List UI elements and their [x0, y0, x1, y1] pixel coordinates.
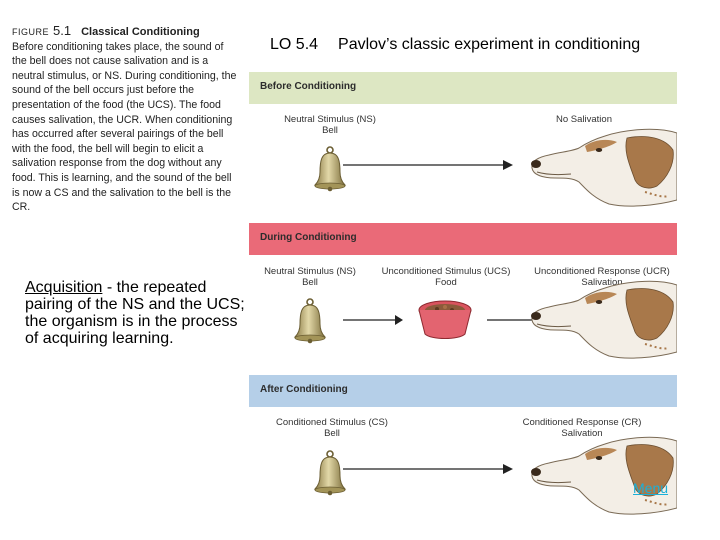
during-ucr-label-line1: Unconditioned Response (UCR) [534, 266, 670, 277]
during-ns-label: Neutral Stimulus (NS) Bell [255, 266, 365, 288]
during-ucr-label-line2: Salivation [581, 277, 623, 288]
arrow-icon [343, 160, 513, 170]
after-cs-label-line1: Conditioned Stimulus (CS) [276, 417, 388, 428]
before-ns-label-line1: Neutral Stimulus (NS) [284, 114, 376, 125]
after-cs-label: Conditioned Stimulus (CS) Bell [270, 417, 394, 439]
dog-icon [527, 128, 677, 208]
during-conditioning-band: During Conditioning [249, 223, 677, 255]
learning-objective-label: LO 5.4 [270, 36, 319, 53]
slide-title-text: Pavlov’s classic experiment in condition… [338, 36, 641, 53]
arrow-icon [343, 464, 513, 474]
before-response-text: No Salivation [556, 114, 612, 125]
acquisition-term: Acquisition [25, 279, 103, 296]
acquisition-definition: - the repeated pairing of the NS and the… [25, 279, 245, 347]
after-conditioning-heading: After Conditioning [260, 384, 348, 395]
slide-title: LO 5.4 Pavlov’s classic experiment in con… [270, 36, 640, 54]
bell-icon [293, 298, 327, 344]
after-cr-label-line1: Conditioned Response (CR) [522, 417, 642, 428]
before-ns-label-line2: Bell [322, 125, 338, 136]
figure-number: 5.1 [53, 23, 72, 38]
after-conditioning-band: After Conditioning [249, 375, 677, 407]
during-ucs-label-line2: Food [435, 277, 457, 288]
during-conditioning-heading: During Conditioning [260, 232, 357, 243]
after-cr-label-line2: Salivation [561, 428, 603, 439]
food-bowl-icon [418, 300, 472, 339]
after-cs-label-line2: Bell [324, 428, 340, 439]
during-ucr-label: Unconditioned Response (UCR) Salivation [534, 266, 670, 288]
bell-icon [313, 450, 347, 496]
during-ns-label-line2: Bell [302, 277, 318, 288]
before-response-label: No Salivation [545, 114, 623, 125]
arrow-icon [343, 315, 403, 325]
during-ucs-label: Unconditioned Stimulus (UCS) Food [380, 266, 512, 288]
figure-title: Classical Conditioning [81, 26, 200, 38]
dog-icon [527, 280, 677, 360]
during-ns-label-line1: Neutral Stimulus (NS) [264, 266, 356, 277]
before-conditioning-heading: Before Conditioning [260, 81, 357, 92]
figure-caption-text: Before conditioning takes place, the sou… [12, 40, 237, 214]
menu-link[interactable]: Menu [633, 480, 669, 496]
after-cr-label: Conditioned Response (CR) Salivation [520, 417, 644, 439]
acquisition-note: Acquisition - the repeated pairing of th… [25, 279, 250, 347]
before-ns-label: Neutral Stimulus (NS) Bell [270, 114, 390, 136]
figure-tag: FIGURE [12, 27, 50, 37]
during-ucs-label-line1: Unconditioned Stimulus (UCS) [381, 266, 511, 277]
before-conditioning-band: Before Conditioning [249, 72, 677, 104]
bell-icon [313, 146, 347, 192]
dog-icon [527, 436, 677, 516]
